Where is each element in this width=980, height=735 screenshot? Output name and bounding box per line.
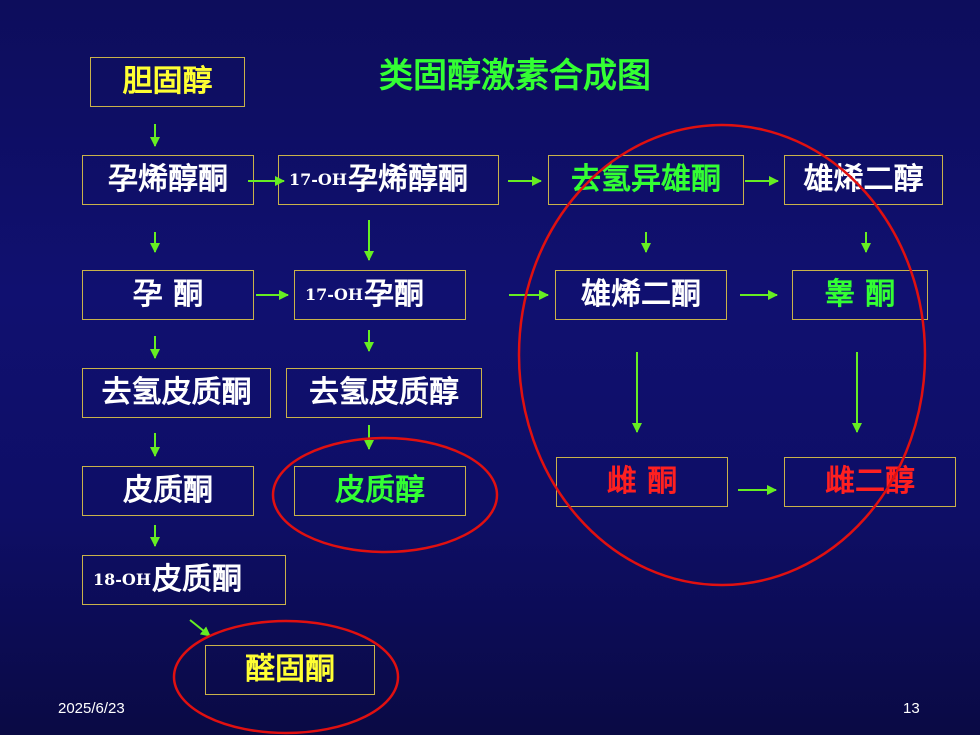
node-testosterone: 睾 酮	[792, 270, 928, 320]
node-17oh-pregnenolone: 17-OH 孕烯醇酮	[278, 155, 499, 205]
node-aldosterone-label: 醛固酮	[245, 652, 335, 687]
node-pregnenolone-label: 孕烯醇酮	[108, 162, 228, 197]
node-deoxycortisol-label: 去氢皮质醇	[309, 375, 459, 410]
node-progesterone-label: 孕 酮	[132, 277, 204, 312]
node-17oh-pregnenolone-prefix: 17-OH	[289, 170, 347, 189]
node-cortisol-label: 皮质醇	[335, 473, 425, 508]
node-progesterone: 孕 酮	[82, 270, 254, 320]
node-pregnenolone: 孕烯醇酮	[82, 155, 254, 205]
node-deoxycorticosterone-label: 去氢皮质酮	[101, 375, 252, 410]
node-estrone: 雌 酮	[556, 457, 728, 507]
node-18oh-corticosterone-prefix: 18-OH	[93, 570, 151, 589]
node-estradiol: 雌二醇	[784, 457, 956, 507]
node-aldosterone: 醛固酮	[205, 645, 375, 695]
node-cholesterol-label: 胆固醇	[122, 64, 213, 99]
node-androstenedione: 雄烯二酮	[555, 270, 727, 320]
node-deoxycorticosterone: 去氢皮质酮	[82, 368, 271, 418]
footer-page-number: 13	[903, 700, 920, 717]
node-cholesterol: 胆固醇	[90, 57, 245, 107]
node-estrone-label: 雌 酮	[606, 464, 678, 499]
node-17oh-progesterone-prefix: 17-OH	[305, 285, 363, 304]
node-18oh-corticosterone: 18-OH 皮质酮	[82, 555, 286, 605]
node-testosterone-label: 睾 酮	[824, 277, 896, 312]
node-estradiol-label: 雌二醇	[825, 464, 915, 499]
node-dhea: 去氢异雄酮	[548, 155, 744, 205]
node-17oh-pregnenolone-label: 孕烯醇酮	[347, 162, 468, 197]
node-androstenedione-label: 雄烯二酮	[581, 277, 701, 312]
highlight-circle-sex-hormones	[517, 123, 927, 587]
node-deoxycortisol: 去氢皮质醇	[286, 368, 482, 418]
node-cortisol: 皮质醇	[294, 466, 466, 516]
node-corticosterone: 皮质酮	[82, 466, 254, 516]
node-dhea-label: 去氢异雄酮	[571, 162, 721, 197]
arrow-18oh-to-aldosterone	[189, 619, 211, 637]
highlight-circle-cortisol	[271, 436, 499, 554]
node-17oh-progesterone-label: 孕酮	[363, 277, 424, 312]
highlight-circle-aldosterone	[172, 619, 400, 735]
footer-date: 2025/6/23	[58, 700, 125, 717]
diagram-title: 类固醇激素合成图	[379, 56, 651, 96]
node-corticosterone-label: 皮质酮	[123, 473, 213, 508]
node-18oh-corticosterone-label: 皮质酮	[151, 562, 242, 597]
node-17oh-progesterone: 17-OH 孕酮	[294, 270, 466, 320]
